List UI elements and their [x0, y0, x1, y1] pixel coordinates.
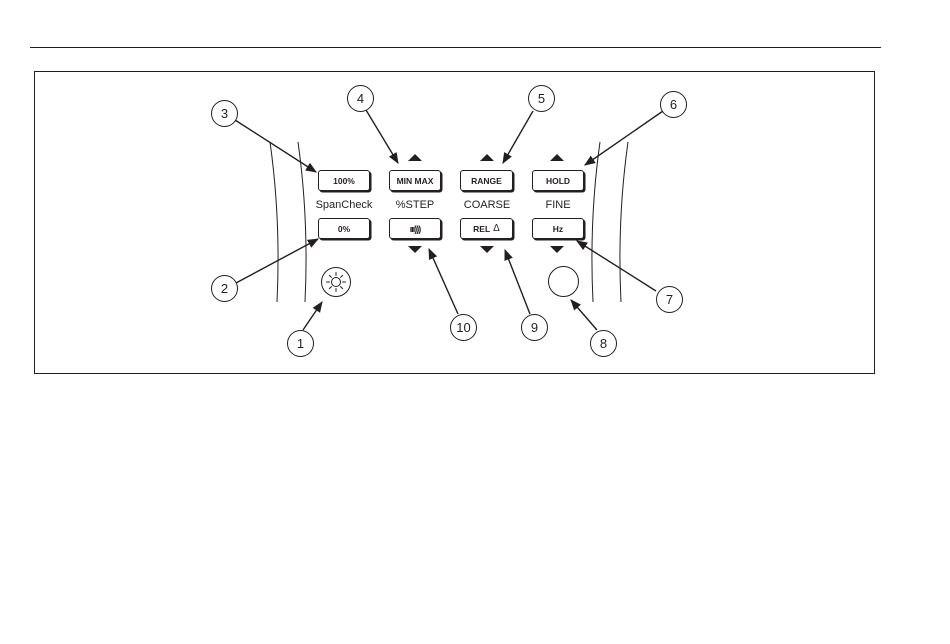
panel-edge-left-outer	[270, 142, 278, 302]
coarse-label: COARSE	[447, 199, 527, 211]
min-max-button[interactable]: MIN MAX	[389, 170, 441, 191]
100-percent-button[interactable]: 100%	[318, 170, 370, 191]
leader-4	[366, 110, 398, 163]
0-percent-button[interactable]: 0%	[318, 218, 370, 239]
triangle-up-icon	[480, 154, 494, 161]
delta-icon: Δ	[493, 223, 500, 234]
callout-7: 7	[656, 286, 683, 313]
fine-label: FINE	[518, 199, 598, 211]
callout-8: 8	[590, 330, 617, 357]
backlight-sun-icon	[322, 268, 350, 296]
callout-6: 6	[660, 91, 687, 118]
ramp-wave-icon: ııı)))	[410, 224, 421, 234]
leader-7	[577, 241, 656, 291]
hold-button[interactable]: HOLD	[532, 170, 584, 191]
power-button[interactable]	[548, 266, 579, 297]
range-button[interactable]: RANGE	[460, 170, 513, 191]
leader-9	[505, 250, 530, 314]
triangle-down-icon	[550, 246, 564, 253]
callout-9: 9	[521, 314, 548, 341]
callout-4: 4	[347, 85, 374, 112]
triangle-up-icon	[550, 154, 564, 161]
leader-10	[429, 249, 458, 314]
callout-2: 2	[211, 275, 238, 302]
callout-10: 10	[450, 314, 477, 341]
leader-1	[303, 302, 322, 330]
auto-step-button[interactable]: ııı)))	[389, 218, 441, 239]
hz-button[interactable]: Hz	[532, 218, 584, 239]
callout-3: 3	[211, 100, 238, 127]
percent-step-label: %STEP	[375, 199, 455, 211]
leader-6	[585, 111, 663, 165]
leader-5	[503, 111, 533, 163]
spancheck-label: SpanCheck	[304, 199, 384, 211]
leader-3	[235, 120, 316, 172]
panel-edge-right-inner	[592, 142, 600, 302]
triangle-up-icon	[408, 154, 422, 161]
callout-5: 5	[528, 85, 555, 112]
callout-1: 1	[287, 330, 314, 357]
backlight-button[interactable]	[321, 267, 351, 297]
leader-8	[571, 300, 597, 330]
triangle-down-icon	[480, 246, 494, 253]
triangle-down-icon	[408, 246, 422, 253]
panel-edge-right-outer	[620, 142, 628, 302]
panel-edge-left-inner	[298, 142, 306, 302]
